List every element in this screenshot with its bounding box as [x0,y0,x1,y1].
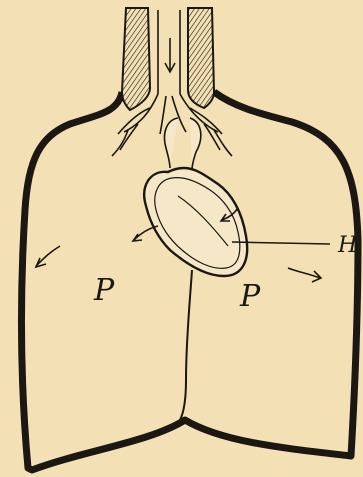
trachea-right-wall [188,8,214,108]
right-pleural-label: P [239,279,261,314]
trachea-left-wall [122,8,150,110]
heart-label: H [337,233,358,258]
left-pleural-label: P [93,273,115,308]
